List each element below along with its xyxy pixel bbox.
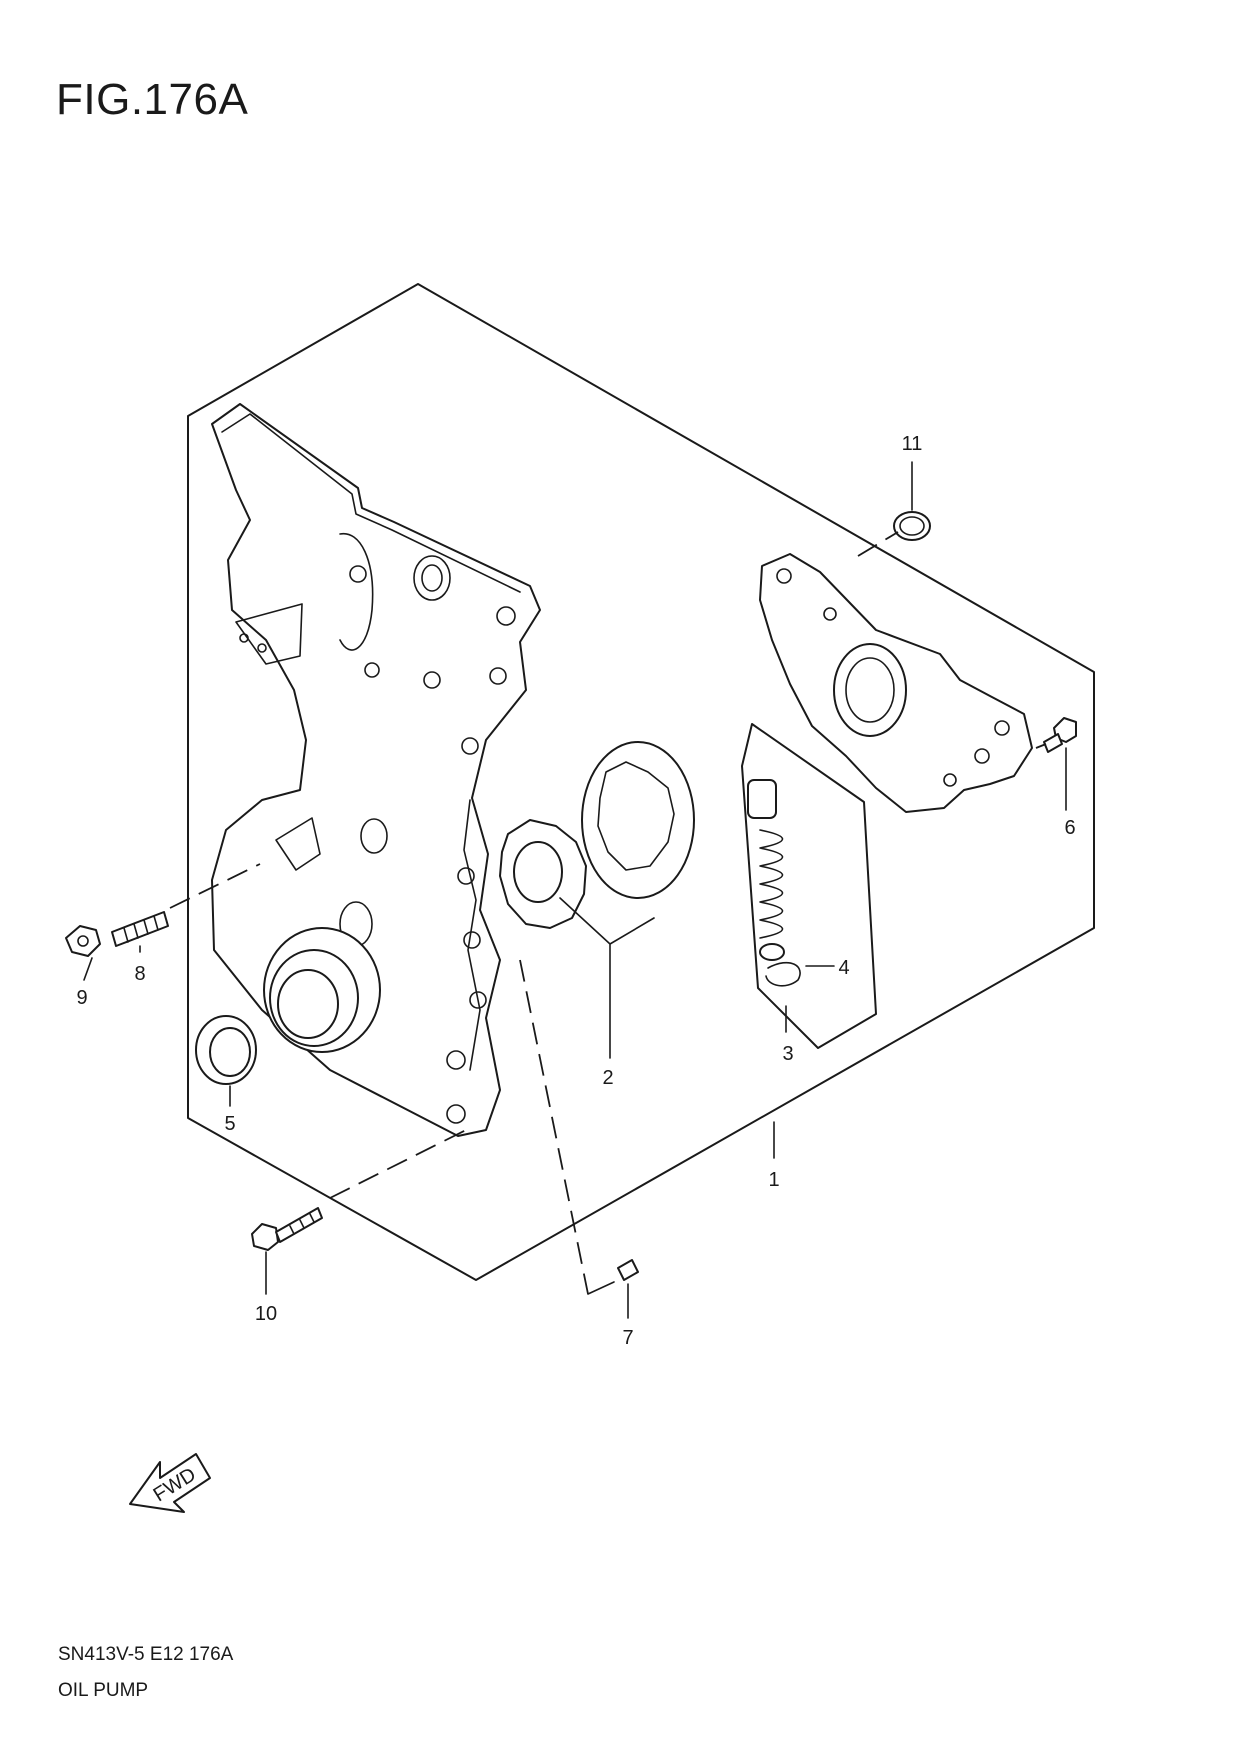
assembly-outline [187, 283, 1095, 1281]
footer-figure-code: SN413V-5 E12 176A [58, 1644, 234, 1665]
leader-lines [83, 461, 1067, 1319]
oil-seal-part-5 [195, 1015, 257, 1085]
callout-7: 7 [622, 1327, 633, 1349]
callout-6: 6 [1064, 817, 1075, 839]
rotor-set-part-2 [499, 741, 695, 929]
o-ring-part-11 [893, 511, 931, 541]
stud-part-8 [111, 911, 169, 947]
dowel-pin-part-7 [617, 1259, 639, 1281]
callout-3: 3 [782, 1043, 793, 1065]
callout-8: 8 [134, 963, 145, 985]
figure-title: FIG.176A [56, 75, 249, 124]
footer-section-name: OIL PUMP [58, 1680, 149, 1701]
bolt-part-6 [1043, 717, 1077, 753]
callout-10: 10 [255, 1303, 277, 1325]
alignment-line-dowel [519, 959, 589, 1295]
callout-1: 1 [768, 1169, 779, 1191]
callout-11: 11 [902, 433, 923, 455]
callout-9: 9 [76, 987, 87, 1009]
alignment-line-bolt-6 [1035, 743, 1047, 749]
alignment-line-bolt [329, 1127, 471, 1199]
relief-valve-part-3 [741, 723, 877, 1049]
oil-pump-body [759, 553, 1033, 813]
alignment-line-dowel-end [587, 1281, 615, 1295]
chain-cover-housing [211, 403, 541, 1137]
callout-5: 5 [224, 1113, 235, 1135]
callout-4: 4 [838, 957, 849, 979]
bolt-part-10 [251, 1207, 323, 1251]
alignment-line-stud [169, 863, 261, 909]
nut-part-9 [65, 925, 101, 957]
crank-seal-boss [263, 927, 381, 1053]
forward-arrow-icon: FWD [129, 1453, 211, 1513]
alignment-line-oring [857, 531, 899, 557]
callout-2: 2 [602, 1067, 613, 1089]
